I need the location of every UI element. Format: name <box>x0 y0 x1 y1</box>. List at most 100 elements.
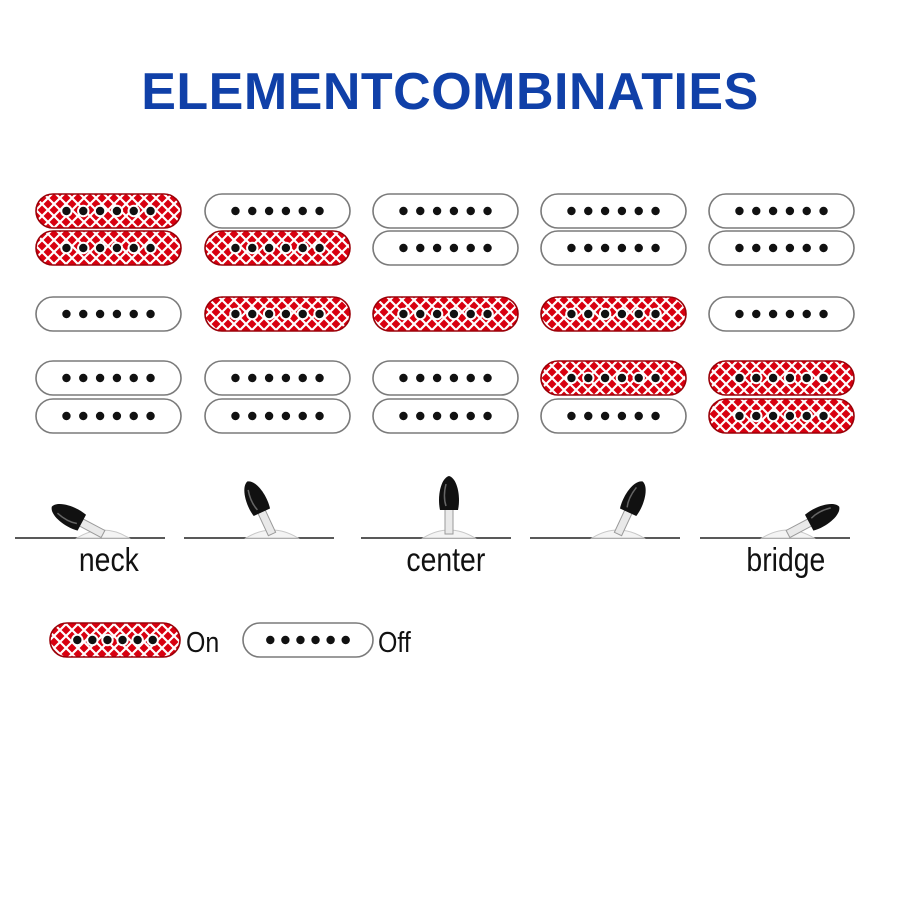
switch-knob-icon <box>439 476 459 510</box>
pole-piece <box>264 309 274 319</box>
pole-piece <box>768 206 778 216</box>
pickup-coil-neck-upper <box>708 193 855 229</box>
pole-piece <box>735 411 744 421</box>
pole-piece <box>466 373 475 383</box>
pickup-grid <box>35 193 855 434</box>
pole-piece <box>584 411 593 421</box>
pickup-coil-neck-lower <box>204 230 351 266</box>
pole-piece <box>298 309 307 319</box>
pole-piece <box>281 411 291 421</box>
pole-piece <box>600 373 610 383</box>
pole-piece <box>264 373 274 383</box>
pole-piece <box>281 309 291 319</box>
pole-piece <box>449 411 459 421</box>
pole-piece <box>95 206 105 216</box>
pole-piece <box>298 411 307 421</box>
pole-piece <box>600 243 610 253</box>
pole-piece <box>768 411 778 421</box>
pole-piece <box>785 309 795 319</box>
switch-lever <box>785 504 840 539</box>
pole-piece <box>264 243 274 253</box>
pole-piece <box>416 373 425 383</box>
pole-piece <box>567 373 576 383</box>
pole-piece <box>785 411 795 421</box>
pole-piece <box>129 309 138 319</box>
selector-switch-5 <box>700 504 850 539</box>
legend <box>49 622 374 658</box>
pole-piece <box>819 243 828 253</box>
pole-piece <box>651 309 660 319</box>
pole-piece <box>432 243 442 253</box>
pole-piece <box>768 373 778 383</box>
pole-piece <box>735 243 744 253</box>
pole-piece <box>416 206 425 216</box>
pole-piece <box>341 635 350 645</box>
page-title: ELEMENTCOMBINATIES <box>141 63 759 121</box>
pole-piece <box>79 206 88 216</box>
pole-piece <box>248 206 257 216</box>
pole-piece <box>600 206 610 216</box>
pole-piece <box>62 206 71 216</box>
pole-piece <box>231 411 240 421</box>
pole-piece <box>651 243 660 253</box>
pole-piece <box>112 411 122 421</box>
pole-piece <box>567 309 576 319</box>
pole-piece <box>133 635 142 645</box>
pole-piece <box>768 309 778 319</box>
pole-piece <box>248 309 257 319</box>
position-column-2 <box>204 193 351 434</box>
pickup-coil-middle <box>372 296 519 332</box>
pickup-coil-neck-lower <box>372 230 519 266</box>
pole-piece <box>466 206 475 216</box>
legend-on-swatch <box>49 622 181 658</box>
pole-piece <box>112 206 122 216</box>
pole-piece <box>617 411 627 421</box>
pole-piece <box>399 243 408 253</box>
switch-label-neck: neck <box>78 541 139 578</box>
pole-piece <box>79 373 88 383</box>
pole-piece <box>399 206 408 216</box>
pole-piece <box>567 206 576 216</box>
switch-lever <box>244 481 277 537</box>
pole-piece <box>651 206 660 216</box>
selector-switch-2 <box>184 481 334 539</box>
pickup-coil-bridge-lower <box>540 398 687 434</box>
switch-label-bridge: bridge <box>746 541 826 578</box>
pole-piece <box>231 243 240 253</box>
pickup-coil-bridge-lower <box>204 398 351 434</box>
pole-piece <box>785 373 795 383</box>
pole-piece <box>146 206 155 216</box>
pole-piece <box>248 411 257 421</box>
legend-off-label: Off <box>378 627 411 659</box>
pole-piece <box>432 309 442 319</box>
pole-piece <box>62 309 71 319</box>
pole-piece <box>146 243 155 253</box>
pole-piece <box>483 206 492 216</box>
pickup-coil-bridge-upper <box>372 360 519 396</box>
pole-piece <box>752 206 761 216</box>
pole-piece <box>112 309 122 319</box>
pickup-coil-neck-upper <box>372 193 519 229</box>
pole-piece <box>735 373 744 383</box>
pole-piece <box>298 243 307 253</box>
pole-piece <box>651 411 660 421</box>
pole-piece <box>752 243 761 253</box>
pole-piece <box>79 411 88 421</box>
pole-piece <box>735 206 744 216</box>
pole-piece <box>584 243 593 253</box>
pole-piece <box>129 206 138 216</box>
pole-piece <box>634 243 643 253</box>
pole-piece <box>281 206 291 216</box>
pole-piece <box>735 309 744 319</box>
pole-piece <box>600 309 610 319</box>
pole-piece <box>584 309 593 319</box>
switch-knob-icon <box>619 481 646 517</box>
pickup-coil-bridge-upper <box>204 360 351 396</box>
pole-piece <box>449 309 459 319</box>
pole-piece <box>399 373 408 383</box>
pole-piece <box>634 309 643 319</box>
pole-piece <box>298 373 307 383</box>
pole-piece <box>311 635 320 645</box>
pole-piece <box>600 411 610 421</box>
pole-piece <box>315 206 324 216</box>
